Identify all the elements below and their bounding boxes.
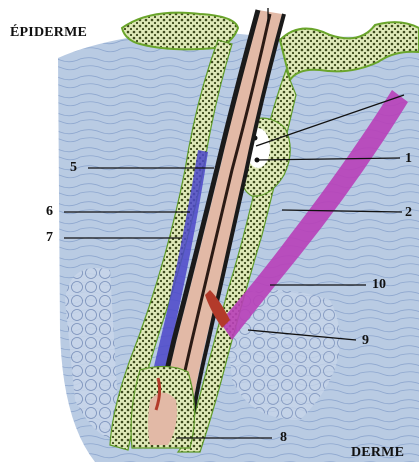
- layer-label-epidermis: ÉPIDERME: [10, 26, 87, 40]
- callout-label-9: 9: [362, 334, 369, 348]
- callout-label-10: 10: [372, 278, 386, 292]
- callout-label-2: 2: [405, 206, 412, 220]
- callout-label-7: 7: [46, 231, 53, 245]
- callout-label-5: 5: [70, 161, 77, 175]
- callout-label-1: 1: [405, 152, 412, 166]
- layer-label-dermis: DERME: [351, 446, 404, 460]
- callout-label-6: 6: [46, 205, 53, 219]
- callout-label-8: 8: [280, 431, 287, 445]
